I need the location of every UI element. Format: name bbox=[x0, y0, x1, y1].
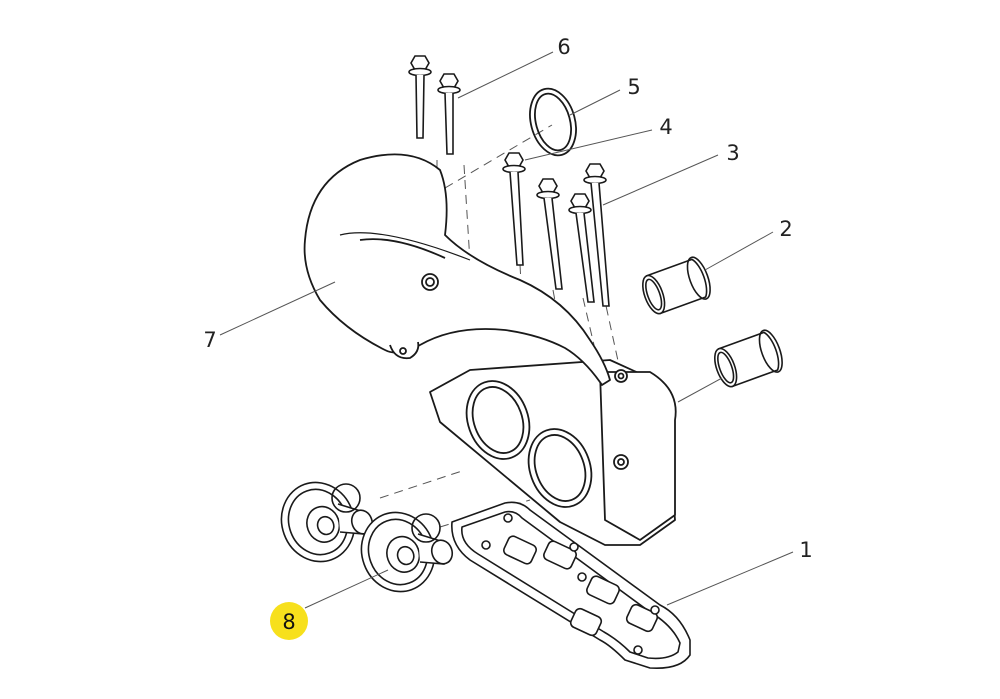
part-2-sleeves bbox=[642, 256, 783, 388]
leader-lines bbox=[219, 51, 794, 609]
callout-1[interactable]: 1 bbox=[799, 538, 812, 562]
callout-labels: 8 6 5 4 3 2 1 7 bbox=[203, 35, 813, 640]
callout-2[interactable]: 2 bbox=[779, 217, 792, 241]
callout-3[interactable]: 3 bbox=[726, 141, 739, 165]
callout-8[interactable]: 8 bbox=[282, 610, 295, 634]
part-3-bolts bbox=[502, 152, 610, 307]
part-6-bolts bbox=[408, 55, 461, 155]
callout-8-highlight bbox=[270, 602, 308, 640]
part-7-housing bbox=[303, 153, 677, 546]
callout-5[interactable]: 5 bbox=[627, 75, 640, 99]
part-1-gasket bbox=[451, 501, 691, 670]
part-8-thermostats bbox=[280, 481, 454, 593]
callout-4[interactable]: 4 bbox=[659, 115, 672, 139]
part-5-o-ring bbox=[529, 87, 577, 157]
callout-6[interactable]: 6 bbox=[557, 35, 570, 59]
callout-7[interactable]: 7 bbox=[203, 328, 216, 352]
